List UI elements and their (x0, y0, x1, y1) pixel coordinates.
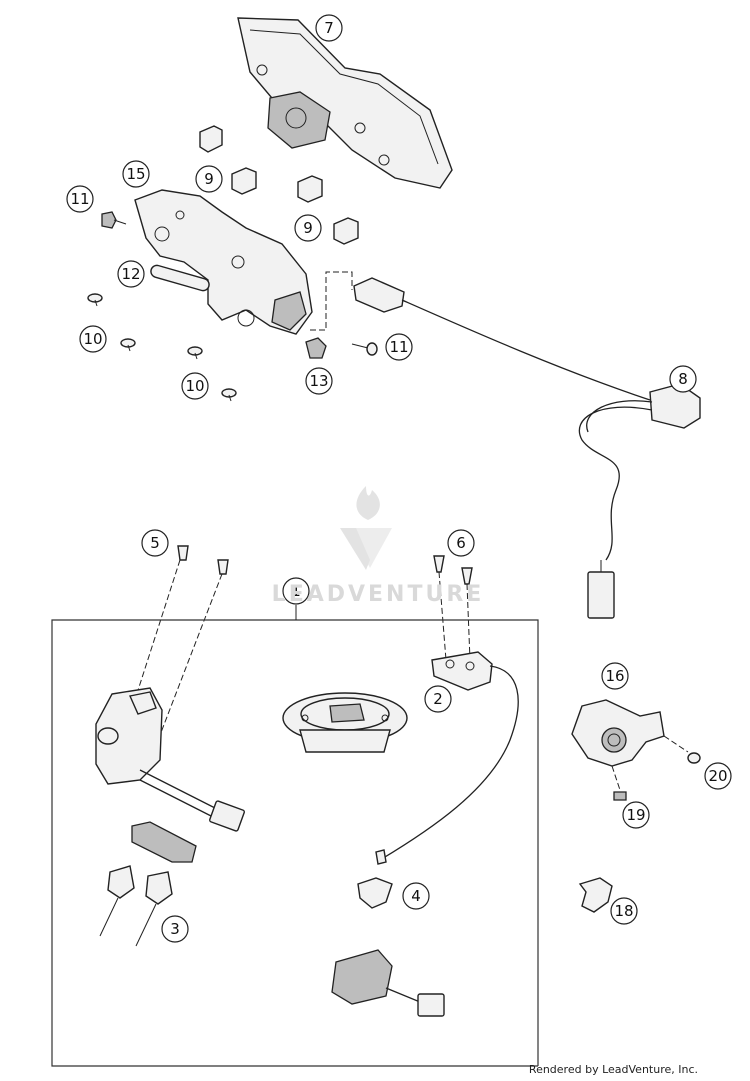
callout-10: 10 (181, 372, 209, 400)
callout-2: 2 (424, 685, 452, 713)
housing-cover-part (571, 699, 665, 767)
clip-part (357, 877, 393, 909)
callout-label: 11 (389, 338, 408, 356)
callout-6: 6 (447, 529, 475, 557)
callout-label: 20 (708, 767, 727, 785)
callout-label: 6 (456, 534, 466, 552)
callout-label: 2 (433, 690, 443, 708)
callout-7: 7 (315, 14, 343, 42)
kit-frame (296, 619, 539, 1066)
callout-4: 4 (402, 882, 430, 910)
callout-label: 9 (303, 219, 313, 237)
callout-label: 9 (204, 170, 214, 188)
ignition-lock-part (95, 687, 245, 832)
callout-20: 20 (704, 762, 732, 790)
callout-16: 16 (601, 662, 629, 690)
fuel-cap-part (282, 692, 408, 753)
bracket-18-part (578, 877, 613, 913)
callout-label: 12 (121, 265, 140, 283)
callout-label: 18 (614, 902, 633, 920)
screw-parts (87, 211, 378, 402)
render-credit: Rendered by LeadVenture, Inc. (528, 1063, 698, 1076)
callout-15: 15 (122, 160, 150, 188)
callout-8: 8 (669, 365, 697, 393)
callout-label: 15 (126, 165, 145, 183)
callout-9: 9 (195, 165, 223, 193)
rubber-grommet-part (199, 125, 359, 245)
watermark: LEADVENTURE (248, 470, 508, 607)
bracket-part (134, 189, 313, 335)
pin-part (150, 264, 210, 292)
callout-label: 8 (678, 370, 688, 388)
callout-label: 19 (626, 806, 645, 824)
callout-label: 16 (605, 667, 624, 685)
control-module-part (331, 949, 445, 1017)
callout-9: 9 (294, 214, 322, 242)
watermark-text: LEADVENTURE (271, 582, 485, 607)
wiring-harness-part (353, 277, 701, 619)
callout-label: 10 (185, 377, 204, 395)
callout-10: 10 (79, 325, 107, 353)
housing-screws-part (611, 735, 701, 801)
keys-part (99, 821, 197, 947)
callout-18: 18 (610, 897, 638, 925)
callout-11: 11 (66, 185, 94, 213)
callout-label: 7 (324, 19, 334, 37)
callout-12: 12 (117, 260, 145, 288)
callout-label: 4 (411, 887, 421, 905)
callout-3: 3 (161, 915, 189, 943)
callout-label: 13 (309, 372, 328, 390)
callout-label: 1 (291, 582, 301, 600)
instrument-cluster-part (237, 17, 453, 189)
callout-label: 11 (70, 190, 89, 208)
callout-1: 1 (282, 577, 310, 605)
callout-19: 19 (622, 801, 650, 829)
callout-13: 13 (305, 367, 333, 395)
screw-6-part (433, 555, 473, 661)
callout-label: 5 (150, 534, 160, 552)
sensor-part (379, 651, 519, 861)
callout-label: 10 (83, 330, 102, 348)
callout-11: 11 (385, 333, 413, 361)
watermark-logo (340, 486, 392, 570)
callout-label: 3 (170, 920, 180, 938)
callout-5: 5 (141, 529, 169, 557)
